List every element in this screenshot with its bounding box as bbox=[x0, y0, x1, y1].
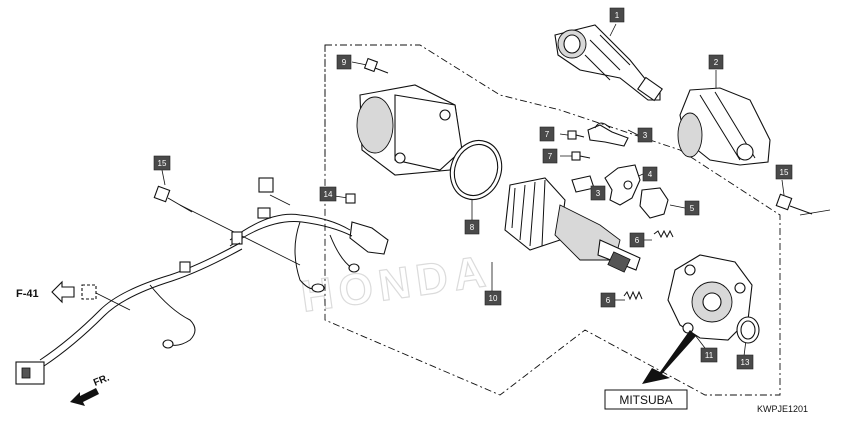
direction-label: FR. bbox=[92, 372, 111, 388]
svg-text:HONDA: HONDA bbox=[298, 246, 494, 321]
f41-reference: F-41 bbox=[16, 280, 75, 304]
callout-1: 1 bbox=[609, 7, 625, 23]
svg-text:2: 2 bbox=[714, 58, 719, 67]
bolt-9 bbox=[363, 57, 389, 74]
svg-text:5: 5 bbox=[690, 204, 695, 213]
callout-15b: 15 bbox=[775, 164, 793, 180]
callout-13: 13 bbox=[736, 354, 754, 370]
svg-text:3: 3 bbox=[596, 189, 601, 198]
starter-cover bbox=[677, 87, 771, 166]
svg-text:11: 11 bbox=[705, 351, 714, 360]
svg-text:7: 7 bbox=[548, 152, 553, 161]
starter-cable bbox=[229, 207, 360, 293]
yoke-case bbox=[356, 84, 463, 176]
callout-15a: 15 bbox=[153, 155, 171, 171]
drawing-code: KWPJE1201 bbox=[757, 404, 808, 414]
assembly-frame bbox=[324, 44, 781, 396]
insulator-5 bbox=[639, 187, 669, 219]
svg-text:6: 6 bbox=[606, 296, 611, 305]
callout-9: 9 bbox=[336, 54, 352, 70]
spring-6a bbox=[653, 229, 674, 239]
callout-11: 11 bbox=[700, 347, 718, 363]
callout-14: 14 bbox=[319, 186, 337, 202]
starter-drive-gear bbox=[554, 24, 663, 102]
mitsuba-label: MITSUBA bbox=[604, 330, 696, 410]
svg-text:3: 3 bbox=[643, 131, 648, 140]
o-ring-8 bbox=[449, 139, 503, 201]
callout-6b: 6 bbox=[600, 292, 616, 308]
callout-3a: 3 bbox=[637, 127, 653, 143]
svg-text:13: 13 bbox=[741, 358, 750, 367]
svg-text:6: 6 bbox=[635, 236, 640, 245]
callout-5: 5 bbox=[684, 200, 700, 216]
spring-6b bbox=[623, 290, 643, 301]
bolt-15b bbox=[775, 193, 813, 215]
svg-text:9: 9 bbox=[342, 58, 347, 67]
wire-harness bbox=[15, 242, 243, 385]
svg-text:10: 10 bbox=[489, 294, 498, 303]
armature bbox=[504, 177, 641, 273]
callout-7a: 7 bbox=[539, 126, 555, 142]
callout-2: 2 bbox=[708, 54, 724, 70]
svg-text:7: 7 bbox=[545, 130, 550, 139]
seal-13 bbox=[736, 316, 760, 344]
honda-watermark: HONDA bbox=[297, 246, 494, 322]
svg-text:4: 4 bbox=[648, 170, 653, 179]
reference-label: F-41 bbox=[16, 288, 39, 300]
front-direction-arrow: FR. bbox=[70, 372, 111, 406]
svg-text:1: 1 bbox=[615, 11, 620, 20]
svg-text:15: 15 bbox=[780, 168, 789, 177]
brush-plate-4 bbox=[604, 164, 641, 206]
callout-3b: 3 bbox=[590, 185, 606, 201]
callout-7b: 7 bbox=[542, 148, 558, 164]
brush-holder-3 bbox=[571, 122, 629, 193]
bolt-15a bbox=[153, 185, 193, 213]
callout-6a: 6 bbox=[629, 232, 645, 248]
svg-text:8: 8 bbox=[470, 223, 475, 232]
svg-text:14: 14 bbox=[324, 190, 333, 199]
callout-4: 4 bbox=[642, 166, 658, 182]
callout-10: 10 bbox=[484, 290, 502, 306]
terminal-nut-14 bbox=[345, 193, 389, 255]
screw-7b bbox=[571, 151, 591, 161]
svg-text:15: 15 bbox=[158, 159, 167, 168]
brand-label: MITSUBA bbox=[619, 393, 672, 407]
callout-8: 8 bbox=[464, 219, 480, 235]
blank-marker-box bbox=[258, 177, 274, 193]
screw-7a bbox=[567, 130, 585, 140]
end-housing-11 bbox=[667, 254, 753, 341]
